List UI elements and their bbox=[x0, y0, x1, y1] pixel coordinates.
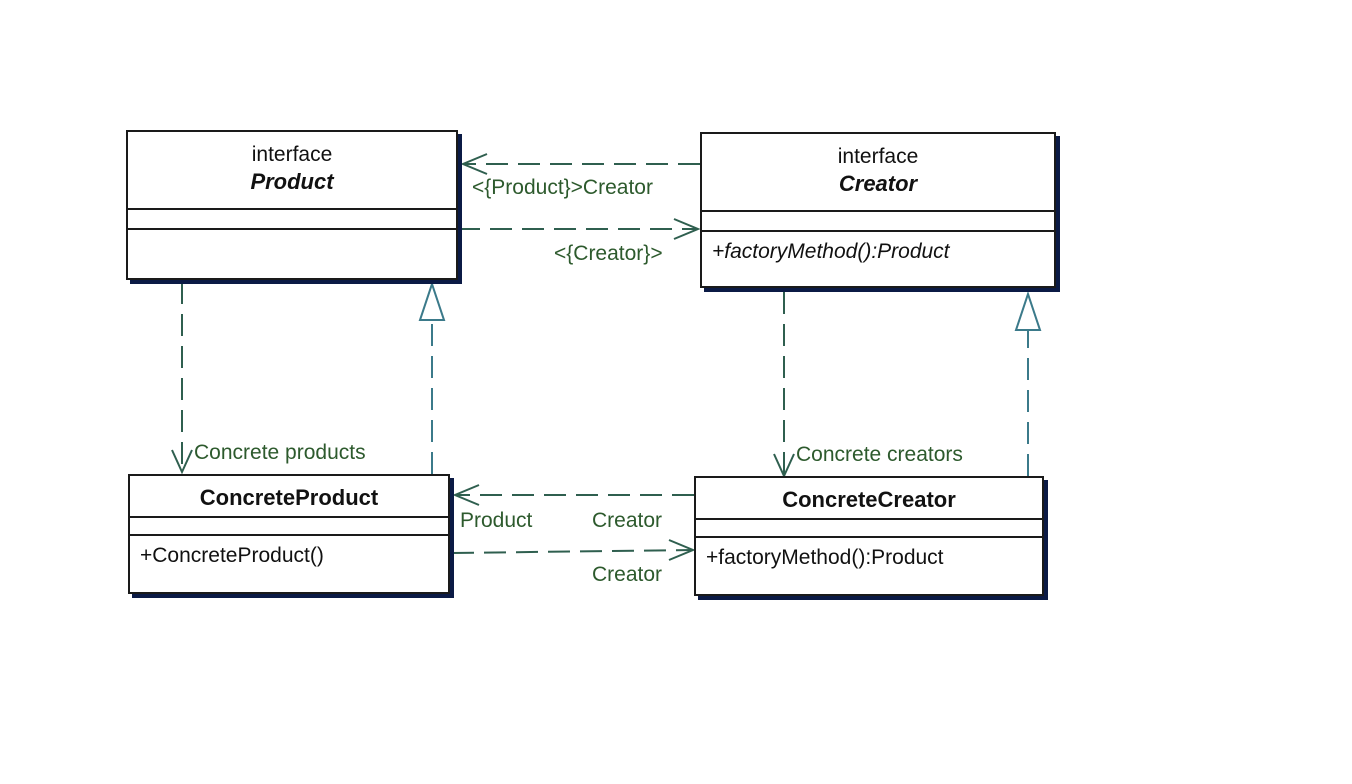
open-arrowhead-icon bbox=[673, 218, 701, 240]
operation-constructor: +ConcreteProduct() bbox=[140, 544, 324, 567]
class-name: ConcreteProduct bbox=[199, 485, 379, 510]
label-creator: <{Creator}> bbox=[554, 242, 663, 265]
open-arrowhead-icon bbox=[668, 539, 696, 561]
operation-factory-method: +factoryMethod():Product bbox=[712, 240, 950, 263]
operations-compartment: +ConcreteProduct() bbox=[130, 536, 448, 592]
class-creator-header: interface Creator bbox=[702, 134, 1054, 212]
label-creator-role-top: Creator bbox=[592, 509, 663, 532]
class-product[interactable]: interface Product bbox=[126, 130, 458, 280]
hollow-triangle-icon bbox=[1014, 290, 1042, 331]
stereotype-label: interface bbox=[837, 145, 919, 168]
attributes-compartment bbox=[702, 212, 1054, 232]
label-creator-role-bottom: Creator bbox=[592, 563, 663, 586]
attributes-compartment bbox=[128, 210, 456, 230]
class-concrete-creator[interactable]: ConcreteCreator +factoryMethod():Product bbox=[694, 476, 1044, 596]
class-concrete-creator-header: ConcreteCreator bbox=[696, 478, 1042, 520]
open-arrowhead-icon bbox=[171, 449, 193, 475]
hollow-triangle-icon bbox=[418, 280, 446, 321]
label-product-role: Product bbox=[460, 509, 533, 532]
class-name: ConcreteCreator bbox=[782, 487, 956, 512]
class-creator[interactable]: interface Creator +factoryMethod():Produ… bbox=[700, 132, 1056, 288]
operations-compartment: +factoryMethod():Product bbox=[702, 232, 1054, 286]
open-arrowhead-icon bbox=[452, 484, 480, 506]
attributes-compartment bbox=[696, 520, 1042, 538]
dependency-concrete-product-to-concrete-creator bbox=[451, 549, 694, 554]
label-product-creator: <{Product}>Creator bbox=[472, 176, 653, 199]
class-product-header: interface Product bbox=[128, 132, 456, 210]
label-concrete-creators: Concrete creators bbox=[796, 443, 963, 466]
class-name: Creator bbox=[838, 171, 918, 196]
attributes-compartment bbox=[130, 518, 448, 536]
operation-factory-method: +factoryMethod():Product bbox=[706, 546, 944, 569]
class-concrete-product-header: ConcreteProduct bbox=[130, 476, 448, 518]
operations-compartment: +factoryMethod():Product bbox=[696, 538, 1042, 594]
label-concrete-products: Concrete products bbox=[194, 441, 366, 464]
class-name: Product bbox=[250, 169, 334, 194]
operations-compartment bbox=[128, 230, 456, 278]
open-arrowhead-icon bbox=[460, 153, 488, 175]
class-concrete-product[interactable]: ConcreteProduct +ConcreteProduct() bbox=[128, 474, 450, 594]
stereotype-label: interface bbox=[251, 143, 333, 166]
